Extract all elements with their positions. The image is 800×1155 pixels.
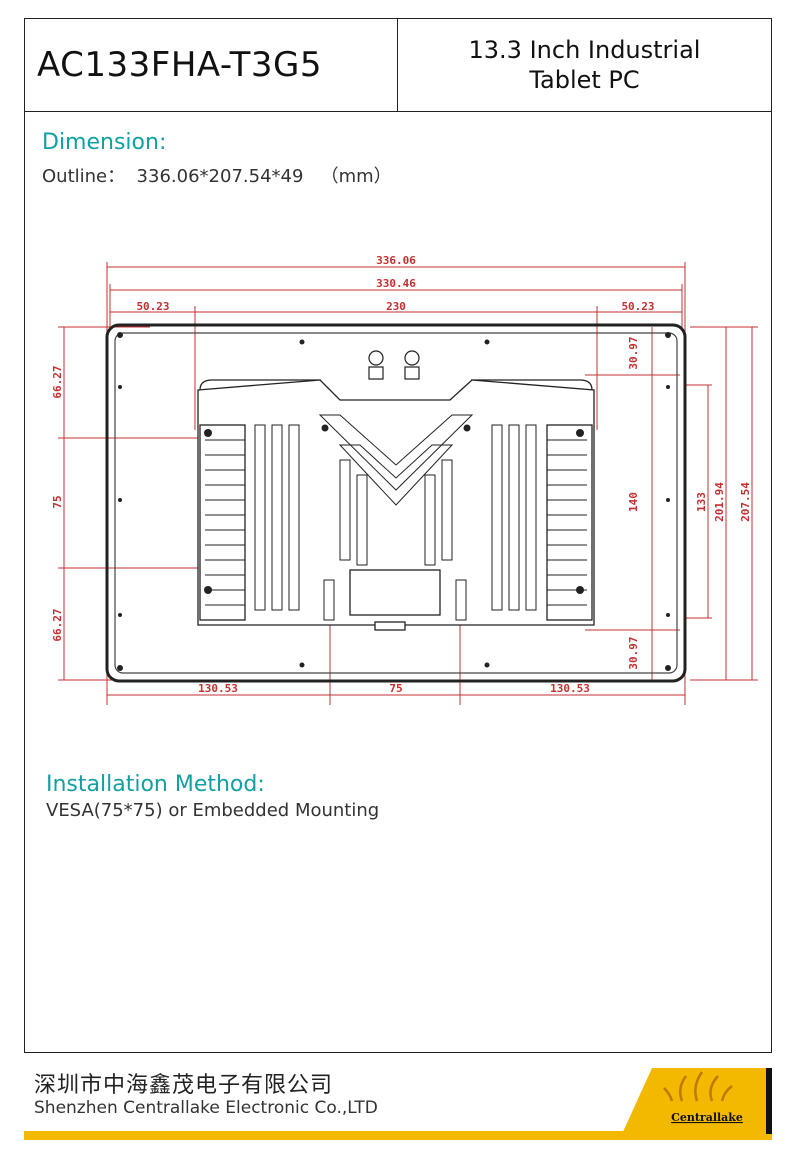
flame-mark-icon xyxy=(663,1071,733,1102)
header-row: AC133FHA-T3G5 13.3 Inch Industrial Table… xyxy=(25,19,771,112)
heatsink-fins xyxy=(205,414,587,621)
logo-wordmark: Centrallake xyxy=(671,1111,743,1124)
label-bottom-right: 130.53 xyxy=(550,682,590,695)
label-left-offset: 50.23 xyxy=(136,300,169,313)
label-right-mid: 140 xyxy=(627,492,640,512)
label-inner-width: 330.46 xyxy=(376,277,416,290)
dimension-title: Dimension: xyxy=(42,130,167,155)
label-bottom-center: 75 xyxy=(389,682,402,695)
label-height-133: 133 xyxy=(695,492,708,512)
antenna-connectors xyxy=(368,350,420,380)
dimension-drawing: 336.06 330.46 50.23 230 50.23 130.53 75 … xyxy=(51,254,758,705)
company-logo: Centrallake xyxy=(622,1068,772,1134)
company-name-english: Shenzhen Centrallake Electronic Co.,LTD xyxy=(34,1098,378,1118)
label-left-top: 66.27 xyxy=(51,365,64,398)
model-number: AC133FHA-T3G5 xyxy=(37,45,322,85)
company-name-chinese: 深圳市中海鑫茂电子有限公司 xyxy=(34,1073,334,1098)
housing-screws xyxy=(204,424,584,594)
label-bottom-left: 130.53 xyxy=(198,682,238,695)
installation-title: Installation Method: xyxy=(46,772,265,797)
model-cell: AC133FHA-T3G5 xyxy=(25,19,398,111)
outline-text: Outline： 336.06*207.54*49 （mm） xyxy=(42,166,392,187)
label-overall-width: 336.06 xyxy=(376,254,416,267)
panel-outline xyxy=(105,323,687,683)
product-name-line2: Tablet PC xyxy=(529,66,640,94)
label-height-20754: 207.54 xyxy=(739,482,752,522)
product-name-line1: 13.3 Inch Industrial xyxy=(468,36,701,64)
bezel-screws xyxy=(117,332,671,671)
label-right-bottom: 30.97 xyxy=(627,636,640,669)
product-name-cell: 13.3 Inch Industrial Tablet PC xyxy=(398,19,771,111)
label-right-top: 30.97 xyxy=(627,336,640,369)
footer-accent-bar xyxy=(24,1131,772,1140)
rear-housing xyxy=(197,379,595,631)
spec-sheet-frame: AC133FHA-T3G5 13.3 Inch Industrial Table… xyxy=(24,18,772,1053)
installation-text: VESA(75*75) or Embedded Mounting xyxy=(46,800,380,821)
label-height-20194: 201.94 xyxy=(713,482,726,522)
label-right-offset: 50.23 xyxy=(621,300,654,313)
label-center-width: 230 xyxy=(386,300,406,313)
label-left-mid: 75 xyxy=(51,495,64,508)
label-left-bottom: 66.27 xyxy=(51,608,64,641)
